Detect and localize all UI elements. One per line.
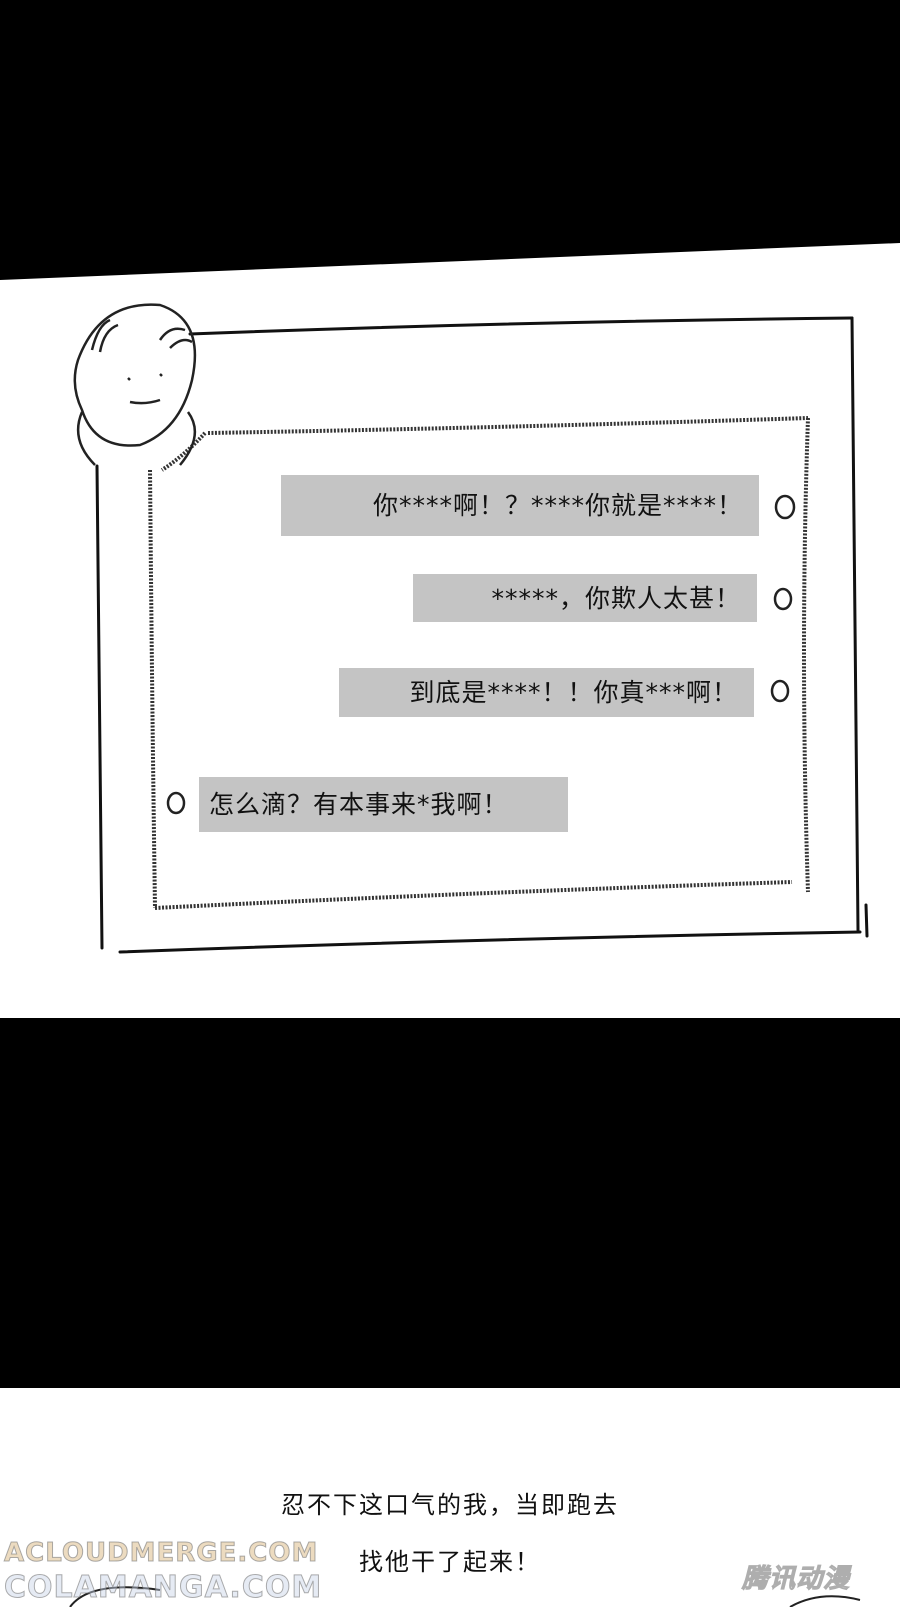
chat-bubble-outgoing: 到底是****！！你真***啊！ — [339, 668, 754, 717]
white-panel — [0, 240, 900, 1020]
chat-bubble-incoming: 怎么滴？有本事来*我啊！ — [199, 777, 568, 832]
black-panel-top — [0, 0, 900, 280]
black-panel-middle — [0, 1018, 900, 1388]
watermark-acloudmerge: ACLOUDMERGE.COM — [3, 1538, 319, 1569]
caption-panel — [0, 1388, 900, 1607]
chat-bubble-outgoing: *****，你欺人太甚！ — [413, 574, 757, 622]
watermark-tencent-comics: 腾讯动漫 — [741, 1564, 851, 1595]
chat-bubble-outgoing: 你****啊！？****你就是****！ — [281, 475, 759, 536]
caption-line-2: 找他干了起来！ — [359, 1548, 541, 1576]
watermark-colamanga: COLAMANGA.COM — [3, 1570, 323, 1606]
caption-line-1: 忍不下这口气的我，当即跑去 — [281, 1491, 619, 1519]
